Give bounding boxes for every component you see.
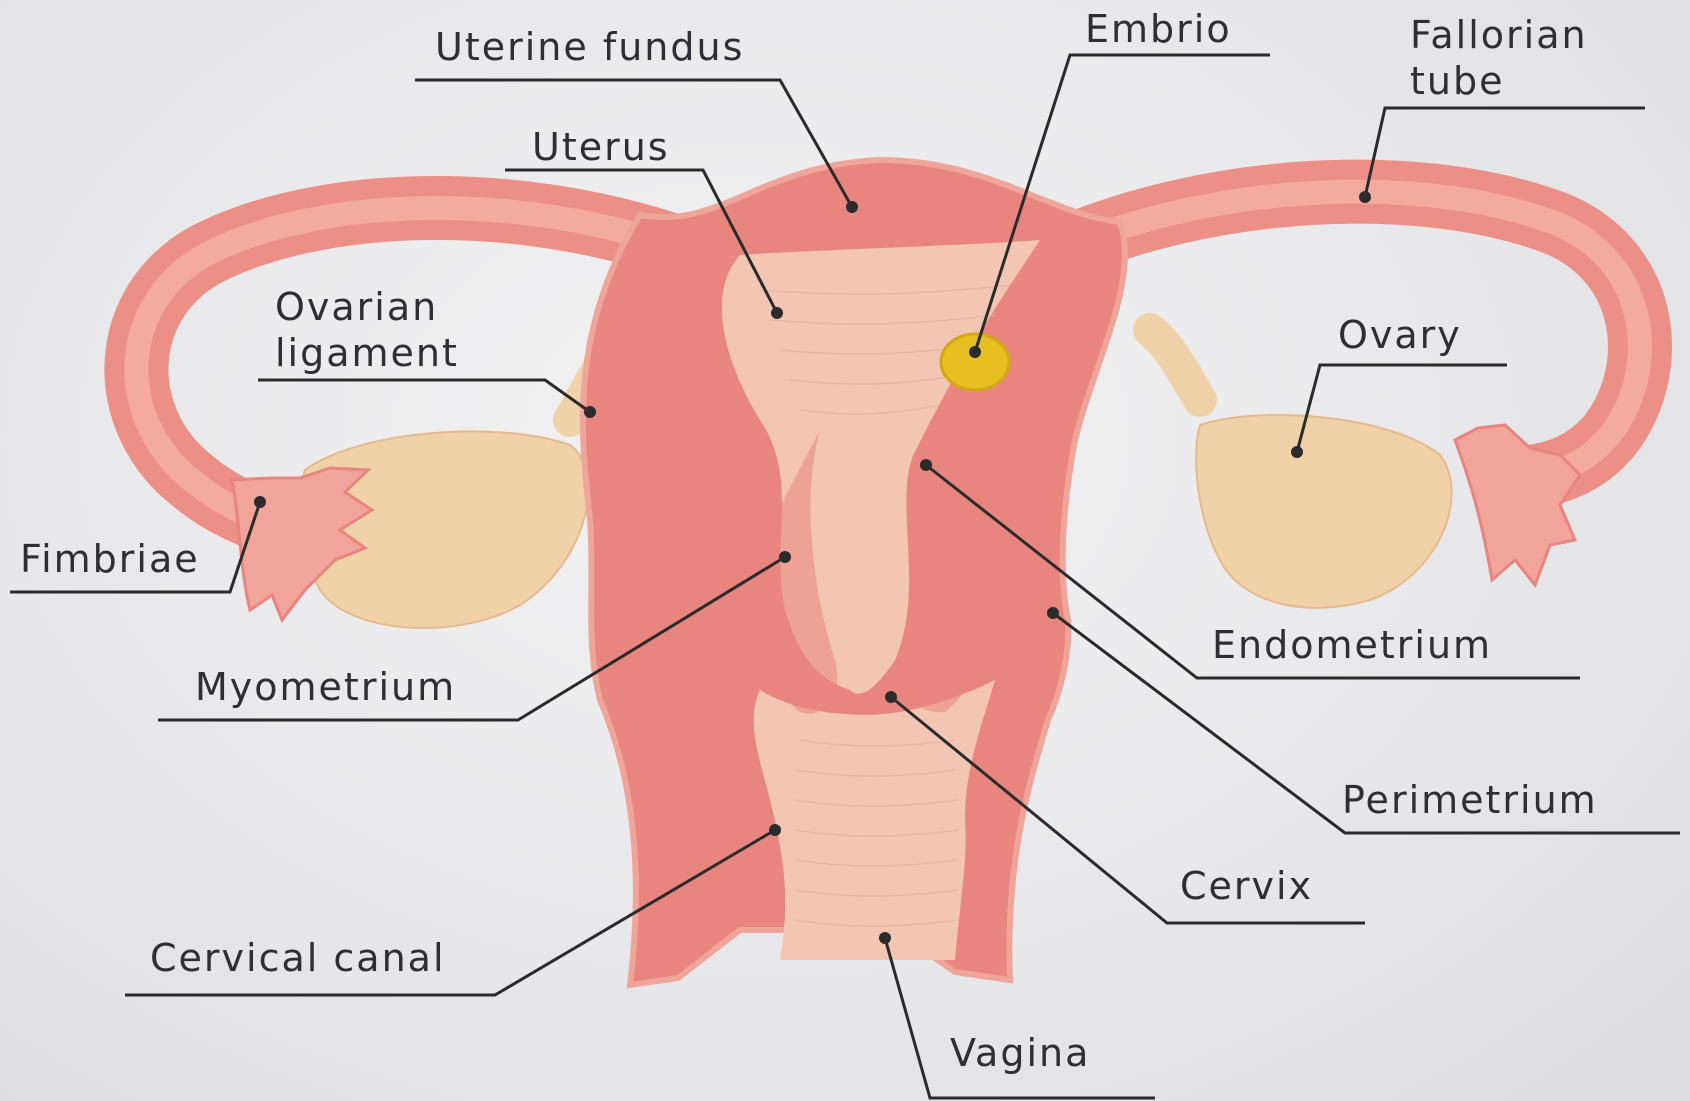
leader-dot-uterine-fundus [846,201,858,213]
leader-ovarian-ligament [258,380,590,412]
leader-dot-cervix [885,691,897,703]
leader-dot-ovary [1291,446,1303,458]
leader-dot-fallopian-tube [1359,191,1371,203]
leader-dot-embrio [969,346,981,358]
leader-dot-myometrium [779,551,791,563]
label-ovarian-ligament: Ovarian ligament [275,284,459,376]
label-uterus: Uterus [532,124,670,170]
embryo-shape [941,334,1009,390]
label-myometrium: Myometrium [195,664,456,710]
leader-dot-endometrium [920,459,932,471]
label-fallopian-tube: Fallorian tube [1410,12,1588,104]
label-uterine-fundus: Uterine fundus [435,24,744,70]
label-cervical-canal: Cervical canal [150,935,446,981]
label-perimetrium: Perimetrium [1342,777,1598,823]
label-fimbriae: Fimbriae [20,536,200,582]
leader-dot-ovarian-ligament [584,406,596,418]
label-endometrium: Endometrium [1212,622,1492,668]
label-ovary: Ovary [1338,312,1462,358]
uterus-body [583,160,1125,985]
leader-dot-vagina [879,932,891,944]
label-cervix: Cervix [1180,863,1313,909]
leader-dot-uterus [771,307,783,319]
label-embrio: Embrio [1085,6,1232,52]
leader-dot-perimetrium [1047,607,1059,619]
leader-dot-cervical-canal [769,824,781,836]
label-vagina: Vagina [950,1030,1090,1076]
leader-dot-fimbriae [254,496,266,508]
